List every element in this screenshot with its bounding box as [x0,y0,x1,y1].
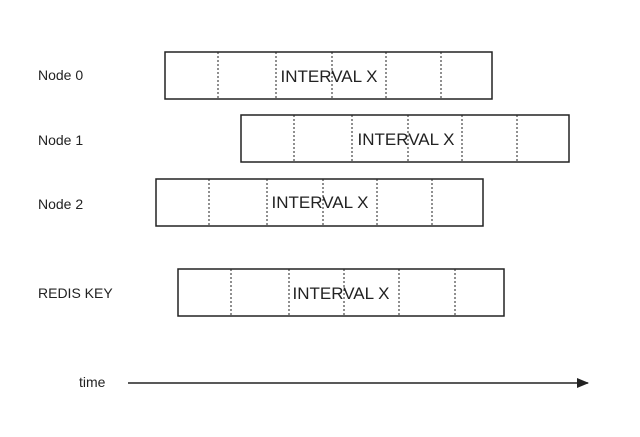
interval-label: INTERVAL X [272,193,369,212]
row-redis-key: REDIS KEY INTERVAL X [38,268,505,317]
interval-box [177,268,505,317]
time-label: time [79,374,106,390]
row-label: REDIS KEY [38,285,113,301]
row-label: Node 0 [38,67,83,83]
interval-label: INTERVAL X [281,67,378,86]
time-axis: time [79,374,589,390]
interval-bar: INTERVAL X [164,51,493,100]
interval-box [155,178,484,227]
interval-bar: INTERVAL X [240,114,570,163]
interval-bar: INTERVAL X [155,178,484,227]
row-node-2: Node 2 INTERVAL X [38,178,484,227]
row-node-1: Node 1 INTERVAL X [38,114,570,163]
row-label: Node 2 [38,196,83,212]
interval-label: INTERVAL X [358,130,455,149]
interval-bar: INTERVAL X [177,268,505,317]
interval-label: INTERVAL X [293,284,390,303]
row-label: Node 1 [38,132,83,148]
row-node-0: Node 0 INTERVAL X [38,51,493,100]
interval-box [164,51,493,100]
interval-box [240,114,570,163]
